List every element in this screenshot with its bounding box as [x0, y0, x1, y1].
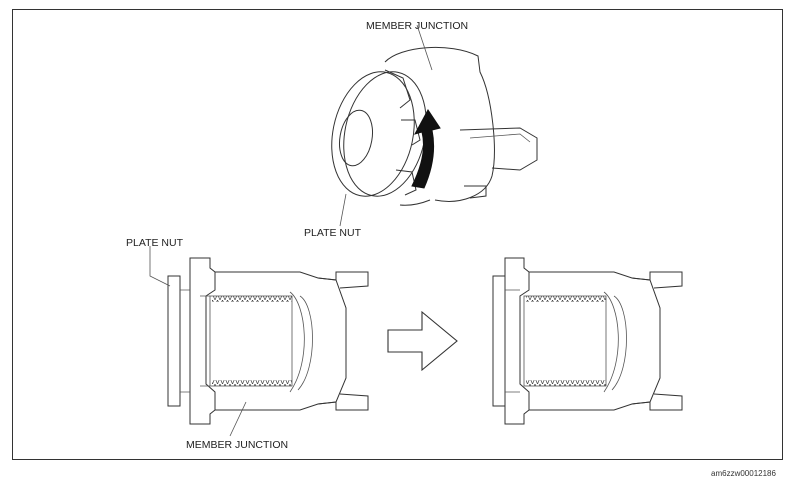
top-perspective-view: MEMBER JUNCTION PLATE NUT [304, 20, 538, 239]
curved-arrow-icon [411, 109, 441, 189]
label-left-plate-nut: PLATE NUT [126, 237, 184, 249]
plate-nut-section [167, 275, 181, 407]
label-top-member-junction: MEMBER JUNCTION [366, 20, 468, 32]
leader-left-plate-nut [149, 246, 171, 287]
figure-id: am6zzw00012186 [711, 469, 776, 478]
member-junction-housing [384, 47, 538, 206]
leader-top-plate-nut [339, 193, 347, 227]
left-cross-section: PLATE NUT MEMBER JUNCTION [126, 237, 369, 451]
leader-top-member-junction [416, 24, 433, 71]
diagram-frame [12, 9, 783, 460]
plate-nut-section-installed [492, 275, 506, 407]
leader-left-member-junction [229, 401, 247, 437]
right-cross-section [492, 257, 683, 425]
label-top-plate-nut: PLATE NUT [304, 227, 362, 239]
right-arrow-icon [387, 310, 458, 372]
label-left-member-junction: MEMBER JUNCTION [186, 439, 288, 451]
